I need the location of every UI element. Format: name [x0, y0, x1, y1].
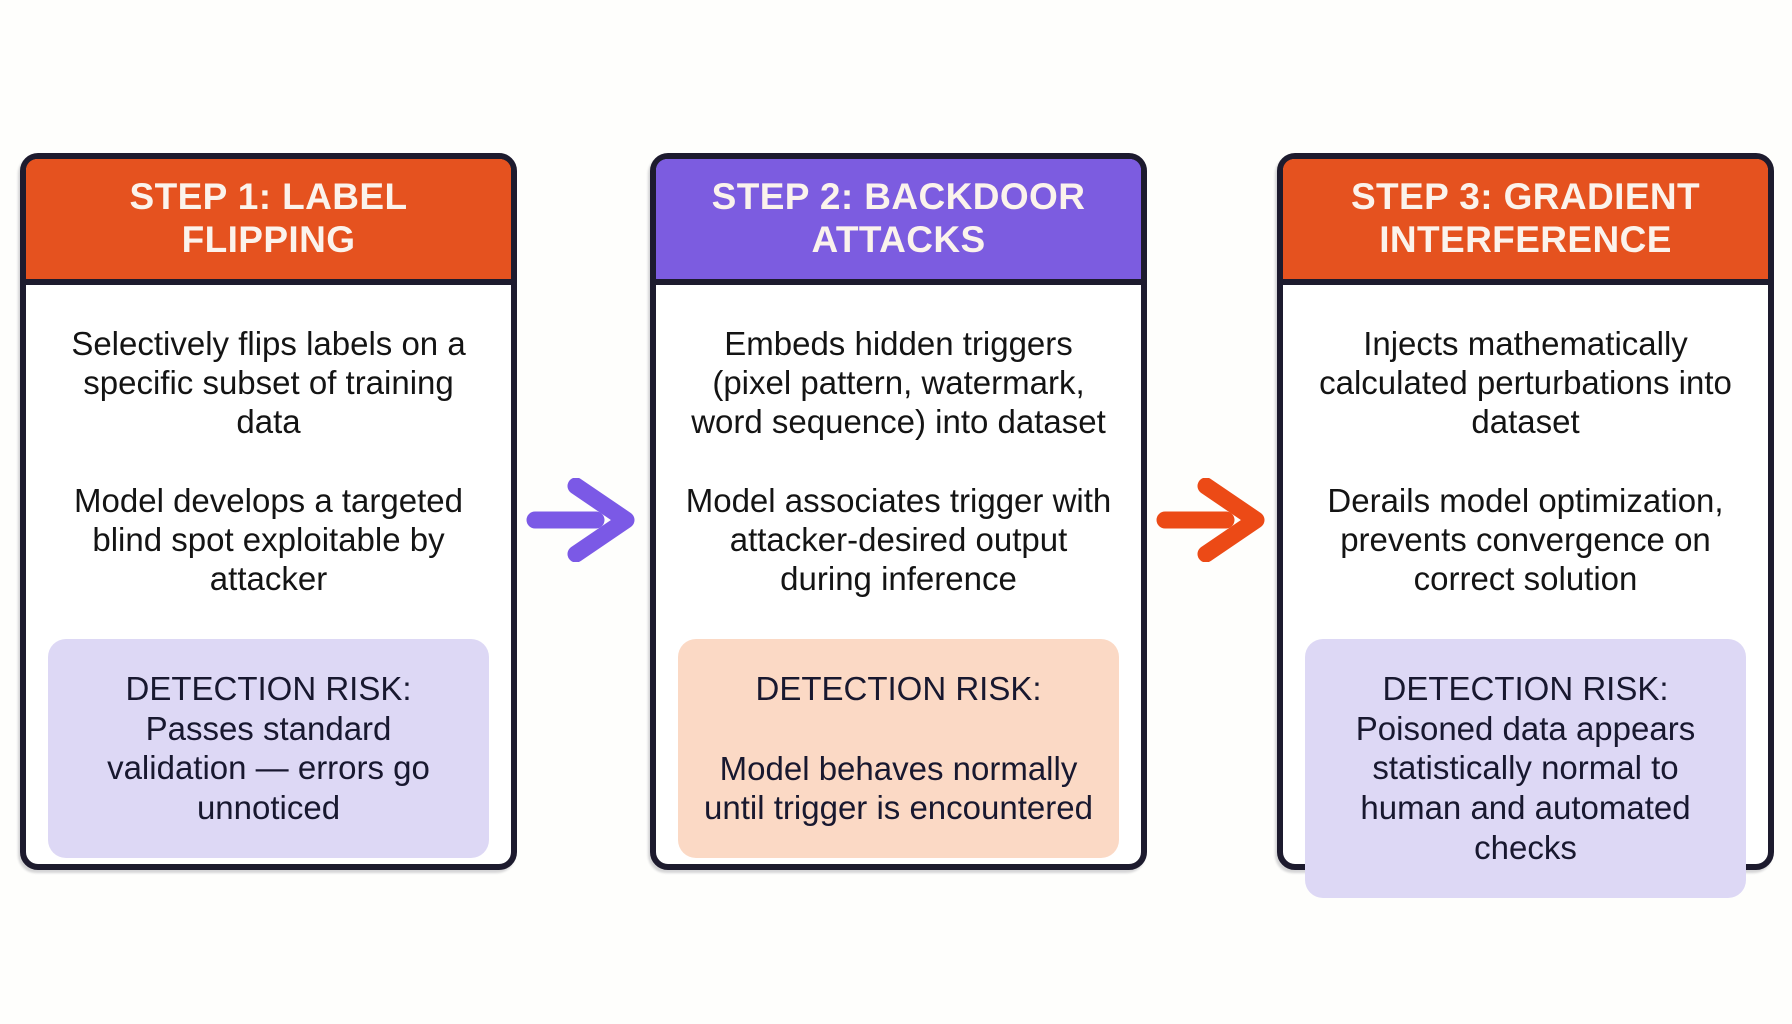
card-step-2-title: STEP 2: BACKDOOR ATTACKS: [711, 176, 1086, 260]
card-step-3-title: STEP 3: GRADIENT INTERFERENCE: [1350, 176, 1701, 260]
card-step-3: STEP 3: GRADIENT INTERFERENCE Injects ma…: [1277, 153, 1774, 899]
card-step-1-title: STEP 1: LABEL FLIPPING: [129, 176, 408, 260]
card-step-2-paragraph-1: Embeds hidden triggers (pixel pattern, w…: [691, 325, 1106, 440]
card-step-2-detection-risk-box: DETECTION RISK: Model behaves normally u…: [678, 638, 1119, 859]
card-step-1-detection-risk-box: DETECTION RISK: Passes standard validati…: [48, 638, 489, 859]
card-step-3-detection-risk-box: DETECTION RISK: Poisoned data appears st…: [1305, 638, 1746, 899]
card-step-1: STEP 1: LABEL FLIPPING Selectively flips…: [20, 153, 517, 870]
card-step-1-paragraph-1: Selectively flips labels on a specific s…: [71, 325, 466, 440]
card-step-1-paragraph-2: Model develops a targeted blind spot exp…: [74, 481, 463, 597]
card-step-3-detection-risk-text: Poisoned data appears statistically norm…: [1355, 709, 1696, 867]
card-step-2-detection-risk-text: Model behaves normally until trigger is …: [704, 749, 1093, 827]
card-step-3-paragraph-1: Injects mathematically calculated pertur…: [1319, 325, 1732, 440]
card-step-1-body: Selectively flips labels on a specific s…: [26, 285, 511, 882]
arrow-step1-to-step2-icon: [526, 478, 635, 562]
card-step-2-detection-risk-label: DETECTION RISK:: [755, 669, 1042, 707]
card-step-3-detection-risk-label: DETECTION RISK:: [1382, 669, 1669, 707]
card-step-3-body: Injects mathematically calculated pertur…: [1283, 285, 1768, 922]
card-step-2-paragraph-2: Model associates trigger with attacker-d…: [685, 481, 1112, 597]
card-step-3-paragraph-2: Derails model optimization, prevents con…: [1327, 481, 1724, 597]
card-step-2: STEP 2: BACKDOOR ATTACKS Embeds hidden t…: [650, 153, 1147, 870]
card-step-1-detection-risk-text: Passes standard validation — errors go u…: [107, 709, 430, 827]
arrow-step2-to-step3-icon: [1156, 478, 1265, 562]
card-step-1-detection-risk-label: DETECTION RISK:: [125, 669, 412, 707]
card-step-2-header: STEP 2: BACKDOOR ATTACKS: [656, 159, 1141, 285]
card-step-2-body: Embeds hidden triggers (pixel pattern, w…: [656, 285, 1141, 882]
card-step-1-header: STEP 1: LABEL FLIPPING: [26, 159, 511, 285]
card-step-3-header: STEP 3: GRADIENT INTERFERENCE: [1283, 159, 1768, 285]
